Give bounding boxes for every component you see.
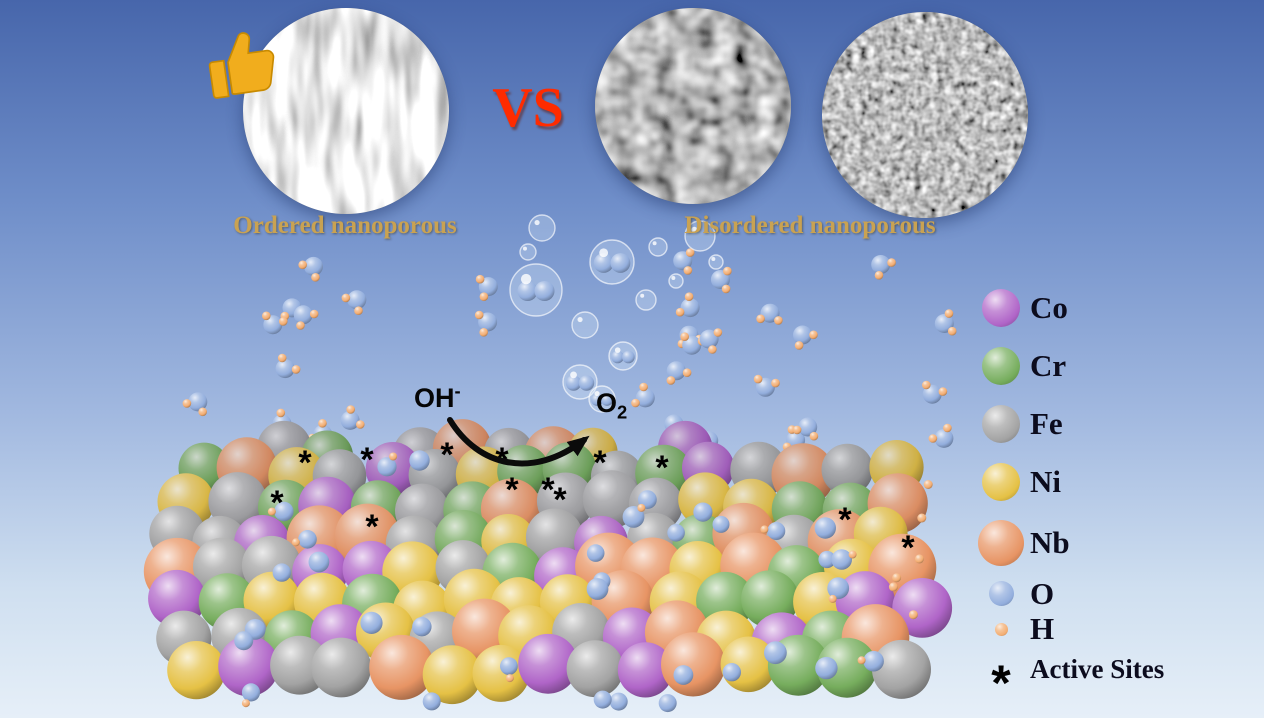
legend-item-nb: Nb: [972, 520, 1252, 566]
fe-sphere-icon: [982, 405, 1020, 443]
legend-label-fe: Fe: [1030, 406, 1063, 441]
hydroxide-charge: -: [454, 380, 461, 401]
legend-label-h: H: [1030, 611, 1055, 646]
hydroxide-formula: OH: [414, 383, 455, 413]
legend-label-nb: Nb: [1030, 525, 1070, 560]
co-sphere-icon: [982, 289, 1020, 327]
svg-text:*: *: [270, 484, 284, 522]
svg-text:*: *: [505, 471, 519, 509]
legend-label-co: Co: [1030, 290, 1068, 325]
oxygen-formula: O: [596, 388, 618, 418]
svg-text:*: *: [360, 441, 374, 479]
hydroxide-label: OH-: [414, 380, 461, 414]
svg-text:*: *: [593, 444, 607, 482]
legend-label-cr: Cr: [1030, 348, 1067, 383]
legend-item-cr: Cr: [972, 346, 1252, 386]
ordered-nanoporous-micrograph: [243, 8, 449, 214]
svg-text:*: *: [553, 481, 567, 519]
legend-label-active-sites: Active Sites: [1030, 653, 1165, 684]
svg-text:*: *: [655, 449, 669, 487]
thumbs-up-glyph: [208, 32, 275, 99]
disordered-coarse-sem-texture: [595, 8, 791, 204]
ordered-caption: Ordered nanoporous: [233, 212, 457, 239]
adsorbed-oxygen: [234, 450, 933, 713]
ni-sphere-icon: [982, 463, 1020, 501]
water-molecules: [182, 248, 957, 455]
legend-label-o: O: [1030, 575, 1055, 611]
svg-text:*: *: [541, 471, 555, 509]
svg-text:*: *: [440, 436, 454, 474]
ordered-sem-texture: [243, 8, 449, 214]
svg-text:*: *: [298, 444, 312, 482]
legend-item-ni: Ni: [972, 462, 1252, 502]
o-sphere-icon: [988, 581, 1014, 606]
svg-text:*: *: [901, 529, 915, 567]
disordered-fine-micrograph: [822, 12, 1028, 218]
legend: Co Cr Fe Ni Nb O H * Active Sites: [972, 288, 1252, 711]
legend-item-active-sites: * Active Sites: [991, 653, 1165, 711]
oxygen-bubbles: [509, 214, 724, 413]
svg-text:*: *: [838, 501, 852, 539]
legend-item-co: Co: [972, 288, 1252, 328]
cr-sphere-icon: [982, 347, 1020, 385]
disordered-caption: Disordered nanoporous: [684, 212, 936, 239]
thumbs-up-icon: [198, 19, 288, 109]
reaction-arrow: [447, 417, 590, 467]
h-sphere-icon: [994, 622, 1008, 636]
oxygen-subscript: 2: [617, 401, 628, 423]
legend-item-o: O: [972, 576, 1252, 611]
vs-label: VS: [492, 77, 564, 139]
oxygen-label: O2: [596, 388, 627, 423]
legend-item-fe: Fe: [972, 404, 1252, 444]
disordered-fine-sem-texture: [822, 12, 1028, 218]
disordered-coarse-micrograph: [595, 8, 791, 204]
svg-text:*: *: [365, 508, 379, 546]
nb-sphere-icon: [978, 520, 1024, 566]
legend-item-h: H: [972, 611, 1252, 646]
legend-label-ni: Ni: [1030, 464, 1061, 499]
atom-slab: [143, 419, 953, 705]
